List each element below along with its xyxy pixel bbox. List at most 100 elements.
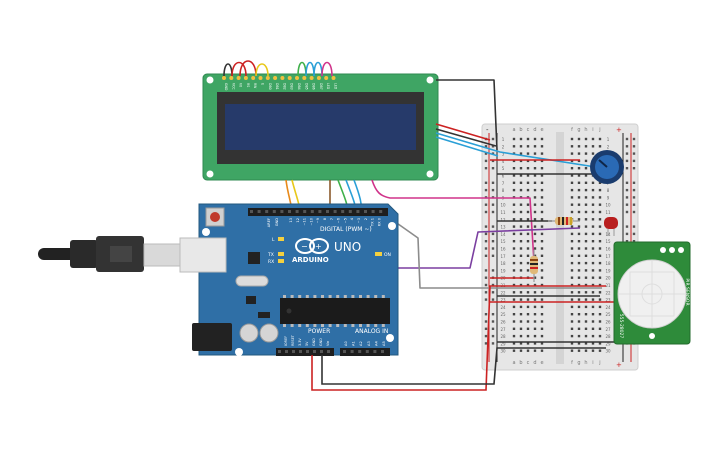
analog-pin-hole[interactable] [350,350,354,353]
breadboard-row-number: 19 [605,268,611,273]
breadboard-row-number: 11 [605,210,611,215]
breadboard-row-number: 29 [605,341,611,346]
breadboard-column-letter: d [533,127,536,133]
breadboard-row-number: 1 [502,137,505,142]
power-pin-hole[interactable] [306,350,309,353]
potentiometer[interactable] [590,150,624,184]
breadboard-column-letter: g [577,360,580,366]
digital-pin-label: 2 [364,218,368,220]
breadboard-column-letter: f [571,127,573,133]
analog-pin-hole[interactable] [365,350,369,353]
digital-pin-label: ~5 [343,218,347,223]
power-pin-hole[interactable] [299,350,302,353]
digital-pin-label: RX 0 [377,217,381,226]
digital-pin-hole[interactable] [310,210,314,213]
analog-label: ANALOG IN [355,328,388,335]
breadboard-column-letter: h [584,127,587,133]
lcd-pin-label: V0 [239,83,243,87]
digital-pin-hole[interactable] [265,210,269,213]
digital-pin-hole[interactable] [288,210,291,213]
lcd-pin[interactable] [229,76,234,80]
breadboard-row-number: 15 [605,239,611,244]
digital-pin-label: 4 [350,217,354,220]
lcd-pin-label: DB2 [282,83,286,90]
wire-lcd-blue-2 [435,136,499,157]
analog-pin-label: A5 [382,341,386,346]
power-pin-hole[interactable] [292,350,295,353]
led-l-label: L [272,237,275,243]
breadboard-row-number: 19 [500,268,506,273]
power-pin-hole[interactable] [313,350,316,353]
breadboard-row-number: 25 [605,312,611,317]
digital-header [248,208,388,216]
atmega-chip [280,298,390,324]
power-pin-hole[interactable] [327,350,330,353]
lcd-pin[interactable] [287,76,292,80]
analog-pin-hole[interactable] [381,350,384,353]
aref-label: AREF [267,218,271,227]
lcd-pin[interactable] [316,76,321,80]
breadboard-row-number: 10 [605,203,611,208]
lcd-pin[interactable] [324,76,329,80]
digital-pin-hole[interactable] [333,210,337,213]
breadboard-column-letter: j [598,360,600,366]
red-led [604,217,618,236]
lcd-pin-label: DB7 [319,83,323,90]
lcd-pin[interactable] [265,76,270,80]
digital-pin-hole[interactable] [250,210,253,213]
breadboard-row-number: 8 [607,188,610,193]
breadboard-row-number: 17 [500,254,506,259]
digital-pin-hole[interactable] [356,210,360,213]
digital-pin-hole[interactable] [341,210,345,213]
analog-pin-hole[interactable] [358,350,362,353]
lcd-pin-label: GND [224,83,228,91]
digital-pin-hole[interactable] [348,210,352,213]
breadboard-row-number: 15 [500,239,506,244]
digital-pin-hole[interactable] [371,210,375,213]
digital-pin-hole[interactable] [318,210,322,213]
breadboard-column-letter: g [577,127,580,133]
digital-pin-hole[interactable] [295,210,299,213]
digital-pin-hole[interactable] [303,210,307,213]
led-on [375,252,382,256]
lcd-pin[interactable] [309,76,314,80]
lcd-pin[interactable] [251,76,256,80]
breadboard-column-letter: d [533,360,536,366]
lcd-pin[interactable] [258,76,263,80]
breadboard-row-number: 22 [500,290,506,295]
lcd-pin[interactable] [280,76,285,80]
digital-pin-hole[interactable] [257,210,261,213]
lcd-pin[interactable] [295,76,299,80]
analog-pin-hole[interactable] [343,350,346,353]
breadboard-row-number: 29 [500,341,506,346]
power-pin-hole[interactable] [278,350,281,353]
digital-pin-hole[interactable] [326,210,329,213]
digital-pin-hole[interactable] [379,210,383,213]
power-label: POWER [308,328,330,335]
power-pin-label: RESET [291,334,295,346]
digital-pin-hole[interactable] [272,210,276,213]
lcd-pin[interactable] [222,76,226,80]
lcd-pin-label: DB1 [275,83,279,90]
lcd-pin[interactable] [273,76,278,80]
lcd-pin[interactable] [331,76,336,80]
breadboard-row-number: 9 [607,195,610,200]
breadboard-row-number: 26 [605,320,611,325]
digital-pin-hole[interactable] [280,210,284,213]
digital-pin-hole[interactable] [364,210,367,213]
breadboard-row-number: 4 [502,159,505,164]
lcd-pin[interactable] [236,76,241,80]
digital-pin-label: ~10 [309,217,313,225]
lcd-pin[interactable] [243,76,248,80]
analog-pin-hole[interactable] [373,350,377,353]
gnd-label: GND [275,218,279,226]
power-pin-label: GND [319,338,323,346]
power-pin-hole[interactable] [285,350,288,353]
breadboard-row-number: 20 [605,276,611,281]
lcd-pin-label: LED [326,83,330,90]
lcd-pin[interactable] [302,76,307,80]
breadboard-row-number: 3 [502,152,505,157]
power-pin-hole[interactable] [320,350,323,353]
